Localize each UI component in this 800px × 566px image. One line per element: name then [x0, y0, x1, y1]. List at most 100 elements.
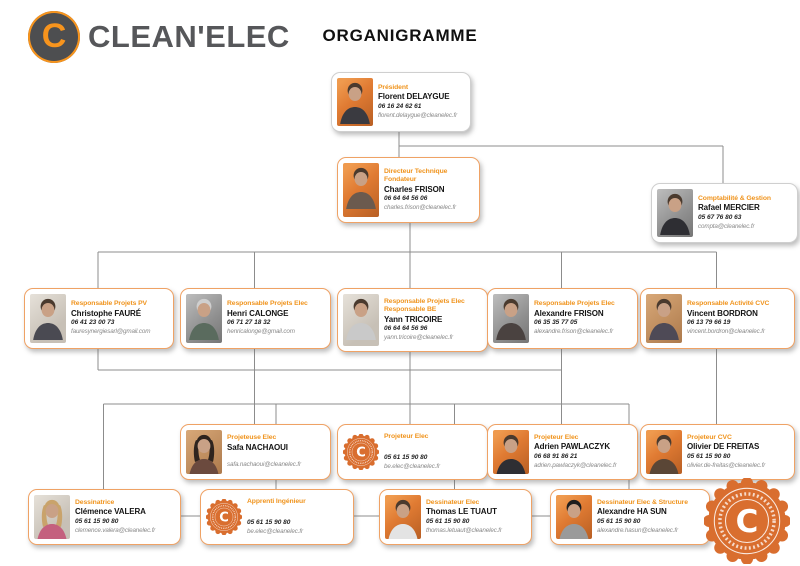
person-name: [384, 441, 483, 454]
person-email: charles.frison@cleanelec.fr: [384, 203, 456, 211]
role-label: Responsable Projets Elec: [384, 297, 465, 305]
role-label: Responsable Projets Elec: [534, 300, 633, 308]
person-phone: 06 41 23 00 73: [71, 319, 115, 327]
person-email: be.elec@cleanelec.fr: [247, 527, 303, 535]
person-name: Rafael MERCIER: [698, 203, 760, 213]
portrait-photo: [30, 294, 66, 343]
role-label: Président: [378, 83, 409, 91]
portrait-photo: [186, 430, 222, 474]
role-label: Dessinatrice: [75, 499, 176, 507]
role-label: Projeteuse Elec: [227, 434, 326, 442]
role-label: Responsable Projets PV: [71, 300, 147, 308]
person-email: florent.delaygue@cleanelec.fr: [378, 111, 458, 119]
portrait-photo: [646, 430, 682, 474]
role-label: Apprenti Ingénieur: [247, 498, 349, 506]
role-label: Comptabilité & Gestion: [698, 194, 771, 202]
person-name: Florent DELAYGUE: [378, 92, 450, 102]
role-label: Fondateur: [384, 176, 417, 184]
person-name: Yann TRICOIRE: [384, 314, 443, 324]
person-name: Clémence VALERA: [75, 507, 146, 517]
portrait-photo: [343, 294, 379, 346]
role-label: Responsable BE: [384, 306, 437, 314]
person-phone: 05 61 15 90 80: [384, 454, 428, 462]
person-phone: 05 61 15 90 80: [426, 517, 470, 525]
person-name: Adrien PAWLACZYK: [534, 442, 611, 452]
role-label: Responsable Projets Elec: [227, 300, 326, 308]
person-email: olivier.de-freitas@cleanelec.fr: [687, 461, 766, 469]
role-label: Apprenti Ingénieur: [247, 497, 306, 505]
clean-elec-logo: C CLEAN'ELEC: [28, 11, 290, 63]
person-email: fauresynergiesarl@gmail.com: [71, 328, 151, 336]
role-label: Responsable Activité CVC: [687, 300, 790, 308]
role-label: Président: [378, 84, 466, 92]
person-email: vincent.bordron@cleanelec.fr: [687, 328, 765, 336]
person-email: alexandre.hasun@cleanelec.fr: [597, 526, 678, 534]
person-phone: 05 61 15 90 80: [687, 452, 731, 460]
card-bordron: Responsable Activité CVC Vincent BORDRON…: [640, 288, 795, 349]
role-label: Projeteur Elec: [384, 433, 483, 441]
person-name: Christophe FAURÉ: [71, 308, 141, 318]
role-label: Dessinateur Elec & Structure: [597, 498, 688, 506]
logo-letter: C: [41, 17, 67, 55]
person-email: be.elec@cleanelec.fr: [384, 462, 440, 470]
person-phone: 05 61 15 90 80: [247, 519, 291, 527]
role-label: Responsable Projets PV: [71, 300, 169, 308]
person-phone: [227, 453, 326, 461]
role-label: Responsable Projets Elec: [227, 300, 308, 308]
person-phone: 05 67 76 80 63: [698, 213, 742, 221]
person-name: Alexandre FRISON: [534, 308, 604, 318]
card-frison_a: Responsable Projets Elec Alexandre FRISO…: [487, 288, 638, 349]
portrait-photo: [186, 294, 222, 343]
person-phone: 06 71 27 18 32: [227, 319, 271, 327]
portrait-photo: [556, 495, 592, 539]
role-label: Projeteur CVC: [687, 434, 790, 442]
person-phone: 06 16 24 62 61: [378, 102, 422, 110]
portrait-photo: [657, 189, 693, 237]
person-name: Charles FRISON: [384, 184, 445, 194]
person-name: Safa NACHAOUI: [227, 442, 288, 452]
person-phone: 06 64 64 56 06: [384, 195, 428, 203]
person-email: thomas.letuaut@cleanelec.fr: [426, 526, 502, 534]
card-compta: Comptabilité & Gestion Rafael MERCIER 05…: [651, 183, 798, 243]
person-email: alexandre.frison@cleanelec.fr: [534, 328, 614, 336]
role-label: Dessinatrice: [75, 498, 115, 506]
portrait-photo: [343, 163, 379, 217]
logo-text: CLEAN'ELEC: [88, 19, 290, 54]
person-name: [247, 506, 349, 519]
portrait-photo: [493, 294, 529, 343]
card-letuaut: Dessinateur Elec Thomas LE TUAUT 05 61 1…: [379, 489, 532, 545]
person-email: adrien.pawlaczyk@cleanelec.fr: [534, 461, 617, 469]
card-valera: Dessinatrice Clémence VALERA 05 61 15 90…: [28, 489, 181, 545]
role-label: Projeteur CVC: [687, 433, 732, 441]
page-title: ORGANIGRAMME: [322, 26, 478, 45]
card-pawlaczyk: Projeteur Elec Adrien PAWLACZYK 06 68 91…: [487, 424, 638, 480]
card-defreitas: Projeteur CVC Olivier DE FREITAS 05 61 1…: [640, 424, 795, 480]
role-label: Responsable Projets Elec: [534, 300, 615, 308]
person-phone: 06 68 91 86 21: [534, 452, 578, 460]
person-phone: 06 35 35 77 05: [534, 319, 578, 327]
person-phone: 05 61 15 90 80: [75, 517, 119, 525]
person-name: Alexandre HA SUN: [597, 507, 667, 517]
portrait-photo: [337, 78, 373, 126]
portrait-photo: [646, 294, 682, 343]
role-label: Dessinateur Elec & Structure: [597, 499, 705, 507]
person-name: Vincent BORDRON: [687, 308, 758, 318]
card-hasun: Dessinateur Elec & Structure Alexandre H…: [550, 489, 710, 545]
role-label: Projeteur Elec: [384, 432, 429, 440]
person-phone: 05 61 15 90 80: [597, 517, 641, 525]
role-label: Projeteuse Elec: [227, 434, 277, 442]
role-label: Dessinateur Elec: [426, 498, 480, 506]
person-name: Henri CALONGE: [227, 308, 289, 318]
person-phone: 06 64 64 56 96: [384, 325, 428, 333]
logo-mark-icon: C: [28, 11, 80, 63]
card-president: Président Florent DELAYGUE 06 16 24 62 6…: [331, 72, 471, 132]
person-email: yann.tricoire@cleanelec.fr: [384, 333, 453, 341]
company-stamp: [704, 478, 790, 564]
card-calonge: Responsable Projets Elec Henri CALONGE 0…: [180, 288, 331, 349]
role-label: Projeteur Elec: [534, 433, 579, 441]
